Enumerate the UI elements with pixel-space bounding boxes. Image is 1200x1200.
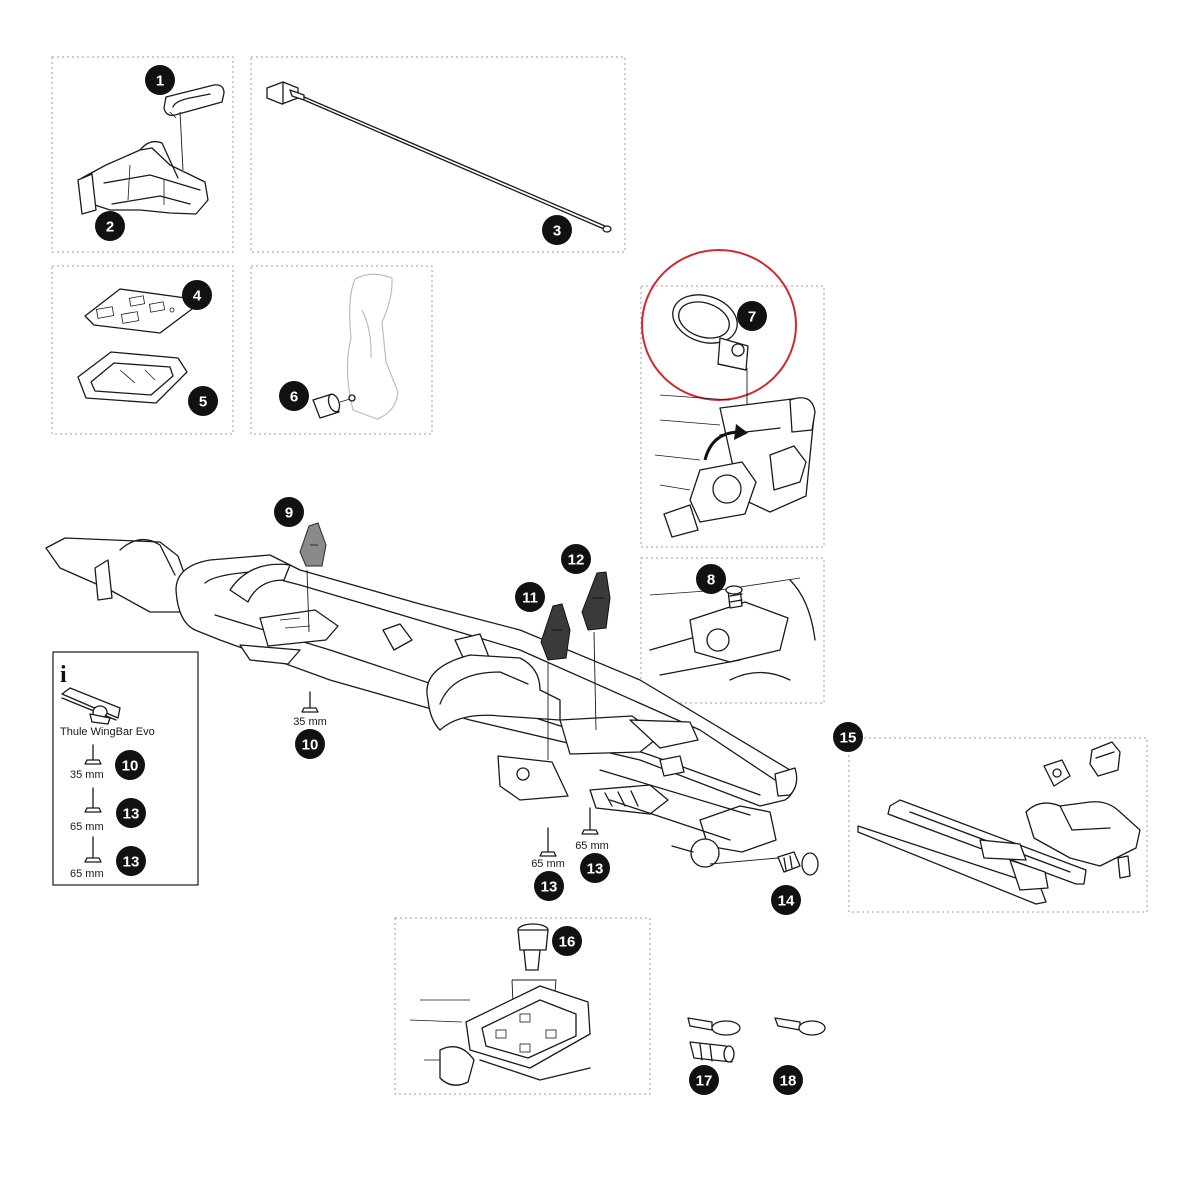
info-bolt-35mm-label: 35 mm	[70, 769, 104, 781]
part-3-cable	[266, 81, 612, 233]
svg-text:13: 13	[587, 861, 604, 878]
svg-text:2: 2	[106, 219, 114, 236]
wingbar-evo-label: Thule WingBar Evo	[60, 726, 155, 738]
info-bolt-65mm-b-label: 65 mm	[70, 868, 104, 880]
wingbar-evo-icon	[61, 687, 121, 725]
callout-3: 3	[542, 215, 572, 245]
svg-text:18: 18	[780, 1073, 797, 1090]
callout-5: 5	[188, 386, 218, 416]
part-11-lever-dark	[540, 603, 571, 661]
part-17-key-and-cylinder	[687, 1017, 741, 1063]
info-bolt-65mm-a-label: 65 mm	[70, 821, 104, 833]
svg-text:14: 14	[778, 893, 795, 910]
info-bolt-65mm-a	[84, 787, 102, 813]
svg-text:12: 12	[568, 552, 585, 569]
callout-12: 12	[561, 544, 591, 574]
part-9-leader	[306, 569, 310, 633]
callout-13-info-b: 13	[116, 846, 146, 876]
part-7-assembly-view	[654, 394, 816, 538]
part-9-lever-grey	[299, 522, 327, 567]
frame-part-15	[848, 737, 1148, 913]
part-5-base-frame	[77, 351, 188, 404]
callout-4: 4	[182, 280, 212, 310]
svg-text:3: 3	[553, 223, 561, 240]
part-12-leader	[593, 631, 597, 731]
svg-text:17: 17	[696, 1073, 713, 1090]
part-8-bolt-view	[649, 577, 816, 681]
part-6-pin	[312, 393, 356, 419]
main-bike-rack	[45, 537, 798, 868]
part-4-mount-plate	[84, 288, 193, 334]
svg-text:4: 4	[193, 288, 202, 305]
bolt-65mm-main-b-label: 65 mm	[575, 840, 609, 852]
svg-text:13: 13	[123, 806, 140, 823]
bolt-35mm-main-label: 35 mm	[293, 716, 327, 728]
part-18-key	[774, 1017, 826, 1036]
frame-part-6	[250, 265, 433, 435]
svg-text:5: 5	[199, 394, 207, 411]
callout-10-info: 10	[115, 750, 145, 780]
part-16-lock-detail	[409, 923, 591, 1086]
part-14-leader	[709, 857, 779, 865]
svg-text:15: 15	[840, 730, 857, 747]
callout-6: 6	[279, 381, 309, 411]
callout-18: 18	[773, 1065, 803, 1095]
frame-part-8	[640, 557, 825, 704]
svg-text:11: 11	[522, 590, 538, 607]
info-bolt-35mm	[84, 744, 102, 765]
bolt-35mm-main	[301, 691, 319, 713]
bolt-65mm-main-b	[581, 807, 599, 835]
bolt-65mm-main-a-label: 65 mm	[531, 858, 565, 870]
callout-14: 14	[771, 885, 801, 915]
callout-11: 11	[515, 582, 545, 612]
callout-7: 7	[737, 301, 767, 331]
svg-text:10: 10	[302, 737, 319, 754]
svg-text:13: 13	[123, 854, 140, 871]
part-1-leader	[179, 111, 184, 171]
callout-8: 8	[696, 564, 726, 594]
callout-9: 9	[274, 497, 304, 527]
part-6-ghost-arm	[346, 273, 399, 420]
frame-part-1-2	[51, 56, 234, 253]
info-icon: i	[60, 662, 67, 688]
highlight-ring-part-7	[641, 249, 797, 401]
svg-text:10: 10	[122, 758, 139, 775]
callout-13-main-b: 13	[580, 853, 610, 883]
part-15-strap-kit	[857, 741, 1141, 905]
frame-part-7	[640, 285, 825, 548]
svg-text:13: 13	[541, 879, 558, 896]
part-2-wheel-holder	[77, 140, 209, 215]
callout-16: 16	[552, 926, 582, 956]
svg-text:9: 9	[285, 505, 293, 522]
callout-1: 1	[145, 65, 175, 95]
svg-text:8: 8	[707, 572, 715, 589]
callout-13-info-a: 13	[116, 798, 146, 828]
svg-text:1: 1	[156, 73, 164, 90]
part-7-clamp-ring	[672, 294, 749, 371]
frame-part-4-5	[51, 265, 234, 435]
callout-2: 2	[95, 211, 125, 241]
svg-text:7: 7	[748, 309, 756, 326]
part-1-strap-cover	[163, 84, 225, 119]
part-12-lever-black	[581, 571, 611, 631]
svg-text:16: 16	[559, 934, 576, 951]
svg-text:6: 6	[290, 389, 298, 406]
callout-10-main: 10	[295, 729, 325, 759]
callout-17: 17	[689, 1065, 719, 1095]
info-bolt-65mm-b	[84, 836, 102, 863]
callout-15: 15	[833, 722, 863, 752]
part-14-knob	[777, 851, 819, 876]
bolt-65mm-main-a	[539, 827, 557, 857]
frame-part-3	[250, 56, 626, 253]
callout-13-main-a: 13	[534, 871, 564, 901]
